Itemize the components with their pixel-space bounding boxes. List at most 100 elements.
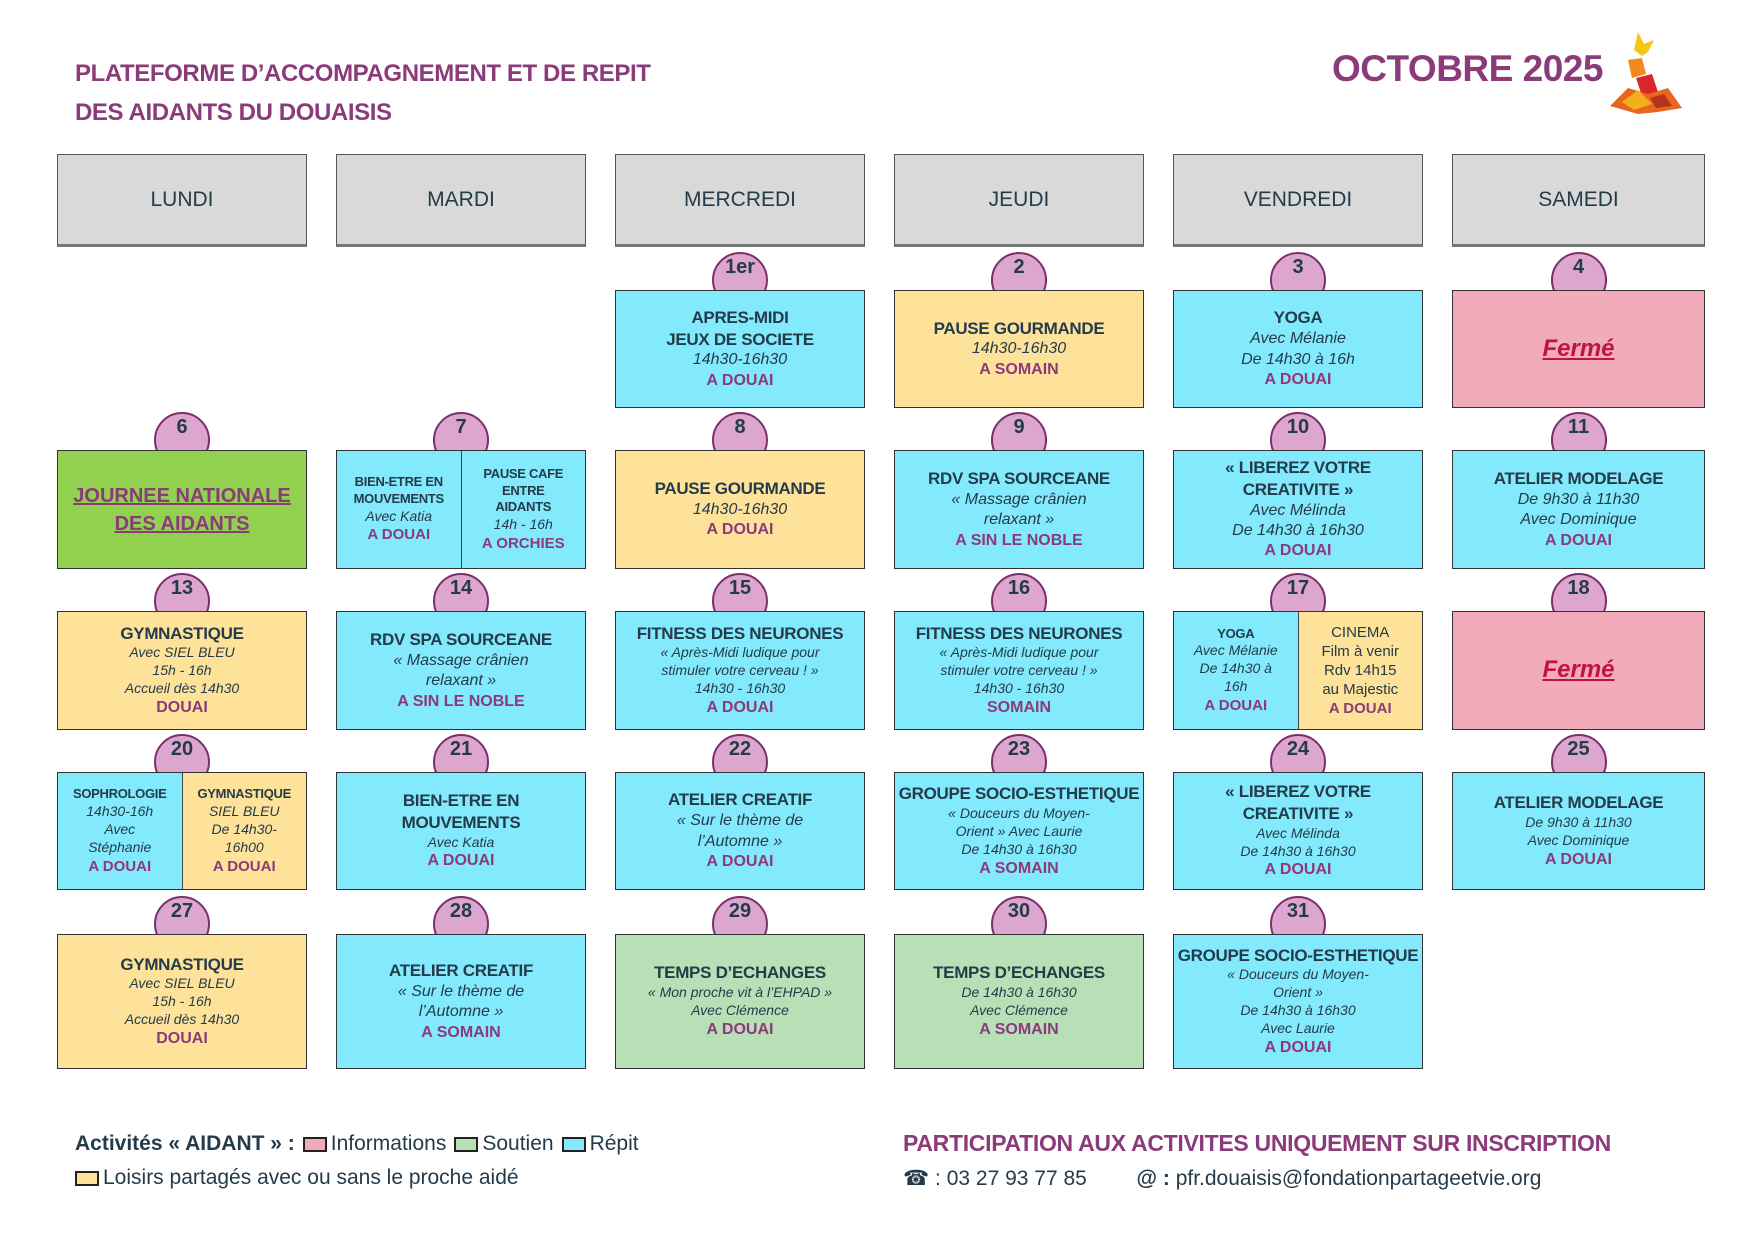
month-title: OCTOBRE 2025 [1332, 48, 1603, 89]
email-label: @ : [1136, 1167, 1170, 1190]
closed-label: Fermé [1542, 334, 1615, 362]
activity-title: GYMNASTIQUE [197, 786, 292, 802]
activity-title: GYMNASTIQUE [120, 954, 244, 974]
activity-detail: Avec SIEL BLEU [129, 975, 235, 992]
legend-swatch-repit [561, 1136, 586, 1152]
activity-detail: Avec Dominique [1527, 831, 1630, 848]
activity-detail: De 14h30 à 16h30 [1240, 842, 1356, 859]
activity-title: ATELIER CREATIF [667, 790, 813, 810]
activity-location: DOUAI [156, 1030, 208, 1047]
activity-location: A DOUAI [706, 371, 774, 389]
contact-line: ☎ : 03 27 93 77 85 @ : pfr.douaisis@fond… [903, 1166, 1541, 1191]
day-header-mardi: MARDI [336, 154, 586, 247]
activity-detail: relaxant » [425, 672, 497, 690]
activity-information: Fermé [1453, 612, 1704, 729]
activity-location: A DOUAI [1545, 850, 1612, 868]
activity-location: A DOUAI [88, 857, 152, 875]
calendar-day-cell: GROUPE SOCIO-ESTHETIQUE« Douceurs du Moy… [1173, 934, 1423, 1069]
activity-location: A DOUAI [1264, 1038, 1332, 1056]
phone-number[interactable]: 03 27 93 77 85 [946, 1167, 1087, 1190]
activity-title: BIEN-ETRE EN [402, 791, 520, 811]
activity-detail: Avec [104, 820, 136, 837]
autumn-leaves-icon [1610, 32, 1682, 114]
activity-title: RDV SPA SOURCEANE [370, 629, 552, 649]
activity-repit: GROUPE SOCIO-ESTHETIQUE« Douceurs du Moy… [1174, 935, 1422, 1068]
activity-detail: Avec Dominique [1520, 511, 1637, 529]
activity-detail: « Massage crânien [951, 490, 1087, 508]
closed-label: Fermé [1542, 656, 1615, 684]
activity-title: CREATIVITE » [1242, 479, 1354, 499]
activity-title: GROUPE SOCIO-ESTHETIQUE [898, 784, 1140, 804]
phone-icon: ☎ [903, 1167, 930, 1190]
activity-detail: De 14h30 à [1199, 660, 1272, 677]
activity-repit: FITNESS DES NEURONES« Après-Midi ludique… [895, 612, 1143, 729]
activity-title: YOGA [1217, 625, 1255, 641]
activity-detail: Avec Mélinda [1256, 824, 1340, 841]
email-address[interactable]: pfr.douaisis@fondationpartageetvie.org [1175, 1167, 1542, 1190]
activity-title: « LIBEREZ VOTRE [1225, 782, 1371, 802]
calendar-day-cell: FITNESS DES NEURONES« Après-Midi ludique… [894, 611, 1144, 730]
activity-information: Fermé [1453, 291, 1704, 407]
activity-detail: Avec Clémence [970, 1002, 1068, 1019]
activity-title: PAUSE GOURMANDE [654, 479, 826, 499]
activity-detail: De 14h30 à 16h [1241, 350, 1355, 368]
activity-title: TEMPS D’ECHANGES [933, 963, 1105, 983]
activity-detail: « Massage crânien [393, 651, 529, 669]
activity-title: MOUVEMENTS [353, 490, 444, 506]
day-header-vendredi: VENDREDI [1173, 154, 1423, 247]
activity-detail: Avec Mélanie [1250, 330, 1346, 348]
activity-detail: 14h30-16h30 [692, 500, 788, 518]
activity-title: FITNESS DES NEURONES [915, 623, 1123, 643]
legend-swatch-information [302, 1136, 327, 1152]
activity-detail: « Sur le thème de [397, 982, 525, 1000]
activity-location: A SIN LE NOBLE [397, 692, 525, 710]
activity-detail: De 9h30 à 11h30 [1525, 813, 1632, 830]
activity-location: A DOUAI [1204, 697, 1268, 715]
activity-detail: 15h - 16h [152, 662, 212, 679]
calendar-day-cell: TEMPS D’ECHANGES« Mon proche vit à l’EHP… [615, 934, 865, 1069]
activity-detail: stimuler votre cerveau ! » [661, 662, 819, 679]
activity-detail: 14h30-16h30 [692, 351, 788, 369]
activity-detail: Avec SIEL BLEU [129, 644, 235, 661]
activity-detail: Avec Clémence [691, 1002, 789, 1019]
activity-location: SOMAIN [987, 699, 1051, 716]
legend-swatch-loisirs [75, 1170, 99, 1186]
activity-location: A DOUAI [212, 857, 276, 875]
activity-detail: Stéphanie [88, 838, 152, 855]
activity-location: A DOUAI [1264, 371, 1332, 389]
activity-title: CREATIVITE » [1242, 803, 1354, 823]
activity-detail: De 9h30 à 11h30 [1517, 490, 1640, 508]
activity-location: A DOUAI [1328, 700, 1392, 718]
activity-location: A DOUAI [706, 521, 774, 539]
legend-label: Activités « AIDANT » : [75, 1132, 295, 1155]
activity-detail: 14h30-16h30 [971, 340, 1067, 358]
day-header-lundi: LUNDI [57, 154, 307, 247]
activity-title: ATELIER MODELAGE [1493, 792, 1664, 812]
activity-detail: De 14h30 à 16h30 [961, 840, 1077, 857]
activity-title: ATELIER MODELAGE [1493, 468, 1664, 488]
activity-detail: 16h [1224, 678, 1248, 695]
